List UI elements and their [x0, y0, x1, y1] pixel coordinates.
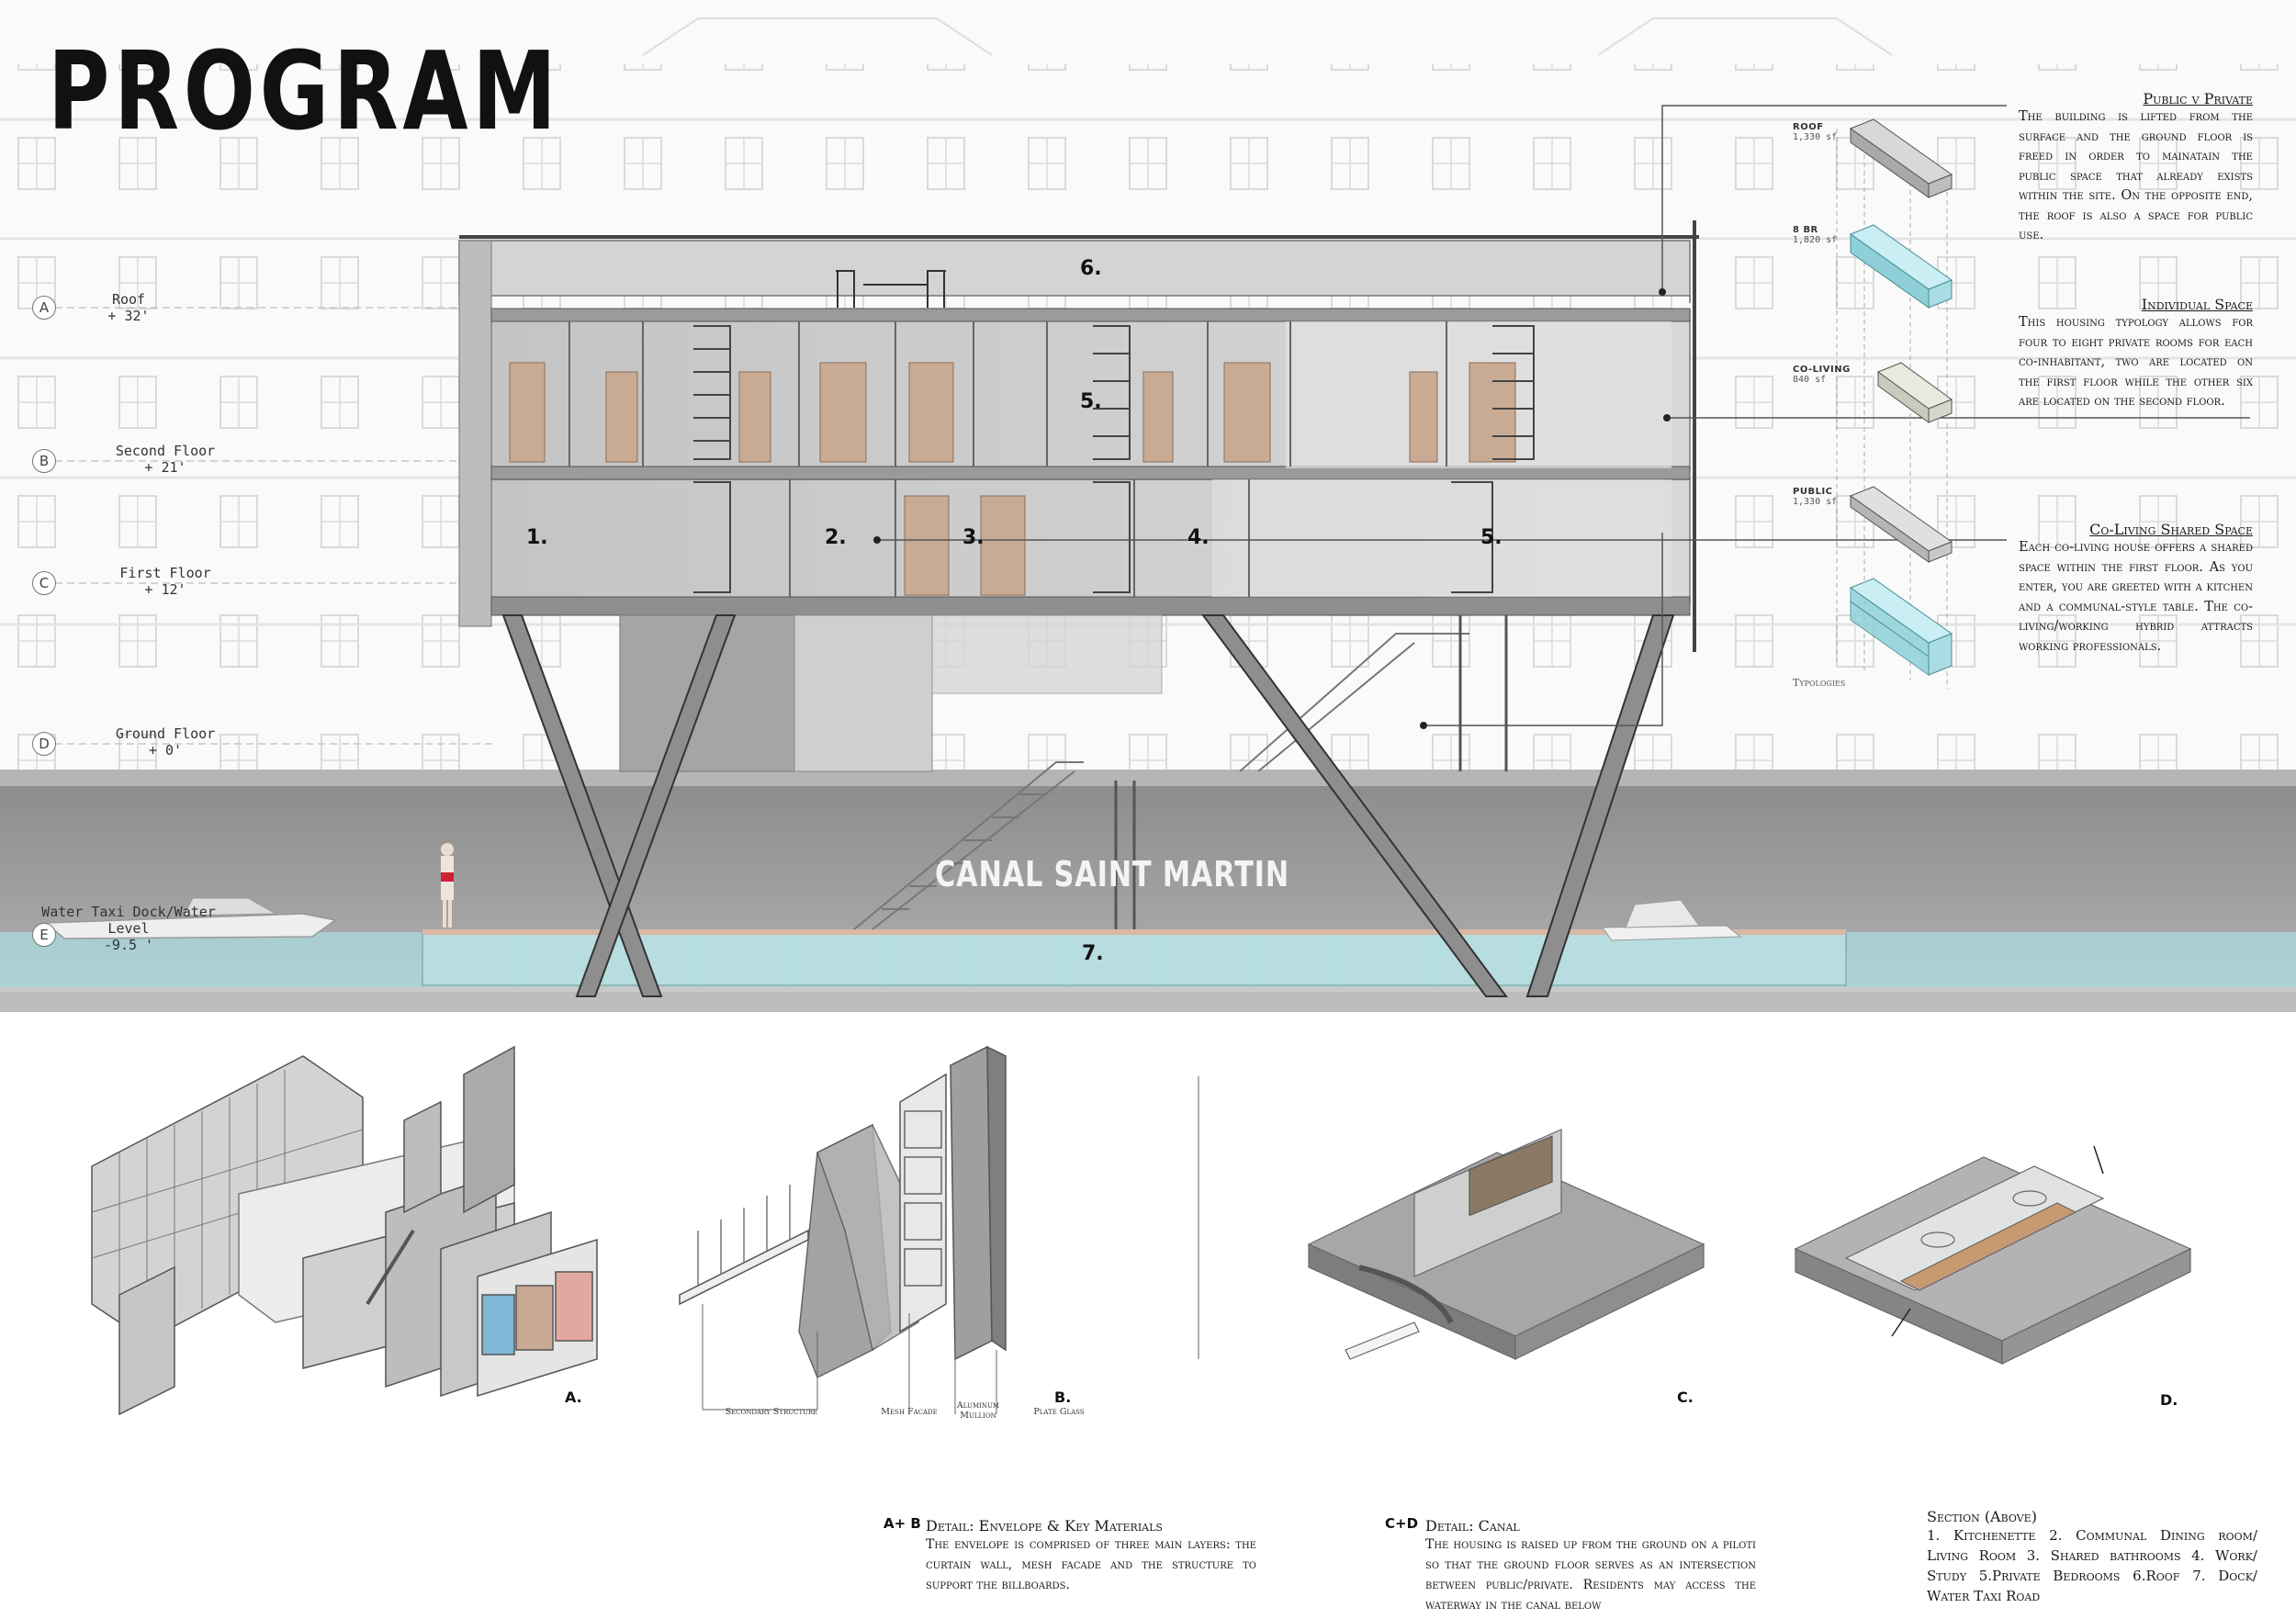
diagram-c-canal-site	[1307, 1129, 1705, 1360]
section-number-bedrooms-upper: 5.	[1080, 390, 1102, 413]
section-legend: Section (Above) 1. Kitchenette 2. Commun…	[1927, 1508, 2257, 1606]
level-marker-b: B	[32, 449, 56, 473]
level-name: Second Floor	[115, 443, 216, 459]
note-public-private: Public v Private The building is lifted …	[2019, 90, 2253, 246]
diagram-b-label: B.	[1054, 1389, 1072, 1406]
typology-name: 8 BR	[1793, 225, 1818, 235]
level-marker-a: A	[32, 296, 56, 320]
diagram-a-exploded-axon	[91, 1045, 598, 1416]
level-name: Roof	[111, 291, 146, 308]
note-body: Each co-living house offers a shared spa…	[2019, 540, 2253, 654]
legend-body: 1. Kitchenette 2. Communal Dining room/ …	[1927, 1527, 2257, 1604]
legend-heading: Section (Above)	[1927, 1508, 2037, 1525]
section-number-work-study: 4.	[1187, 526, 1210, 549]
typologies-diagram	[1836, 118, 1953, 689]
person-figure	[441, 843, 454, 928]
detail-cd-key: C+D	[1385, 1515, 1419, 1532]
section-number-roof: 6.	[1080, 257, 1102, 280]
level-name: First Floor	[119, 565, 211, 581]
level-name: Water Taxi Dock/Water Level	[41, 904, 216, 937]
canal-bed	[0, 992, 2296, 1012]
typology-8br: 8 BR 1,820 sf	[1793, 225, 1837, 245]
level-roof: Roof + 32'	[73, 291, 184, 324]
diagram-d-label: D.	[2160, 1391, 2178, 1409]
typologies-caption: Typologies	[1793, 677, 1846, 689]
typology-area: 1,820 sf	[1793, 235, 1838, 245]
level-marker-e: E	[32, 923, 56, 947]
section-number-bedrooms-lower: 5.	[1480, 526, 1503, 549]
note-body: This housing typology allows for four to…	[2019, 315, 2253, 409]
detail-body: The envelope is comprised of three main …	[926, 1537, 1256, 1592]
level-water-taxi-dock: Water Taxi Dock/Water Level -9.5 '	[37, 904, 220, 953]
level-height: + 12'	[144, 581, 186, 598]
level-first-floor: First Floor + 12'	[73, 565, 257, 598]
detail-ab-key: A+ B	[884, 1515, 921, 1532]
note-co-living-shared-space: Co-Living Shared Space Each co-living ho…	[2019, 521, 2253, 657]
diagram-d-canal-plan	[1794, 1145, 2192, 1365]
typology-area: 1,330 sf	[1793, 497, 1838, 507]
typology-name: PUBLIC	[1793, 487, 1833, 497]
note-body: The building is lifted from the surface …	[2019, 109, 2253, 242]
level-height: + 32'	[107, 308, 150, 324]
callout-plate-glass: Plate Glass	[1033, 1407, 1085, 1417]
detail-canal: Detail: Canal The housing is raised up f…	[1425, 1517, 1756, 1615]
level-height: -9.5 '	[103, 937, 154, 953]
callout-secondary-structure: Secondary Structure	[725, 1407, 818, 1417]
note-heading: Public v Private	[2143, 90, 2253, 107]
typology-public: PUBLIC 1,330 sf	[1793, 487, 1837, 507]
detail-envelope: Detail: Envelope & Key Materials The env…	[926, 1517, 1256, 1595]
building-section	[458, 240, 1691, 772]
diagram-a-label: A.	[565, 1389, 582, 1406]
diagram-c-label: C.	[1677, 1389, 1694, 1406]
jet-ski	[1602, 899, 1742, 941]
detail-heading: Detail: Canal	[1425, 1517, 1520, 1535]
typology-name: CO-LIVING	[1793, 365, 1851, 375]
typology-area: 1,330 sf	[1793, 132, 1838, 142]
level-marker-c: C	[32, 571, 56, 595]
section-number-bathrooms: 3.	[962, 526, 985, 549]
typology-co-living: CO-LIVING 840 sf	[1793, 365, 1851, 385]
level-height: + 21'	[144, 459, 186, 476]
v-piloti	[501, 614, 1675, 997]
callout-aluminum-mullion: Aluminum Mullion	[956, 1400, 1000, 1421]
leader-lines	[877, 105, 2250, 726]
detail-heading: Detail: Envelope & Key Materials	[926, 1517, 1163, 1535]
callout-mesh-facade: Mesh Facade	[881, 1407, 938, 1417]
water-taxi-boat	[44, 897, 337, 939]
note-heading: Individual Space	[2141, 296, 2253, 313]
diagram-b-envelope-layers	[679, 1045, 1007, 1414]
level-second-floor: Second Floor + 21'	[73, 443, 257, 476]
level-height: + 0'	[148, 742, 183, 759]
section-number-dining: 2.	[825, 526, 847, 549]
note-heading: Co-Living Shared Space	[2089, 521, 2253, 538]
street-slab	[0, 770, 2296, 786]
exterior-stair	[853, 633, 1469, 930]
typology-area: 840 sf	[1793, 375, 1827, 385]
level-name: Ground Floor	[115, 725, 216, 742]
level-marker-d: D	[32, 732, 56, 756]
note-individual-space: Individual Space This housing typology a…	[2019, 296, 2253, 412]
typology-roof: ROOF 1,330 sf	[1793, 122, 1837, 142]
typology-name: ROOF	[1793, 122, 1824, 132]
level-ground-floor: Ground Floor + 0'	[73, 725, 257, 759]
section-number-kitchenette: 1.	[526, 526, 548, 549]
page-title: PROGRAM	[48, 28, 561, 154]
section-number-dock: 7.	[1082, 942, 1104, 965]
canal-label: CANAL SAINT MARTIN	[935, 854, 1289, 894]
detail-body: The housing is raised up from the ground…	[1425, 1537, 1756, 1613]
